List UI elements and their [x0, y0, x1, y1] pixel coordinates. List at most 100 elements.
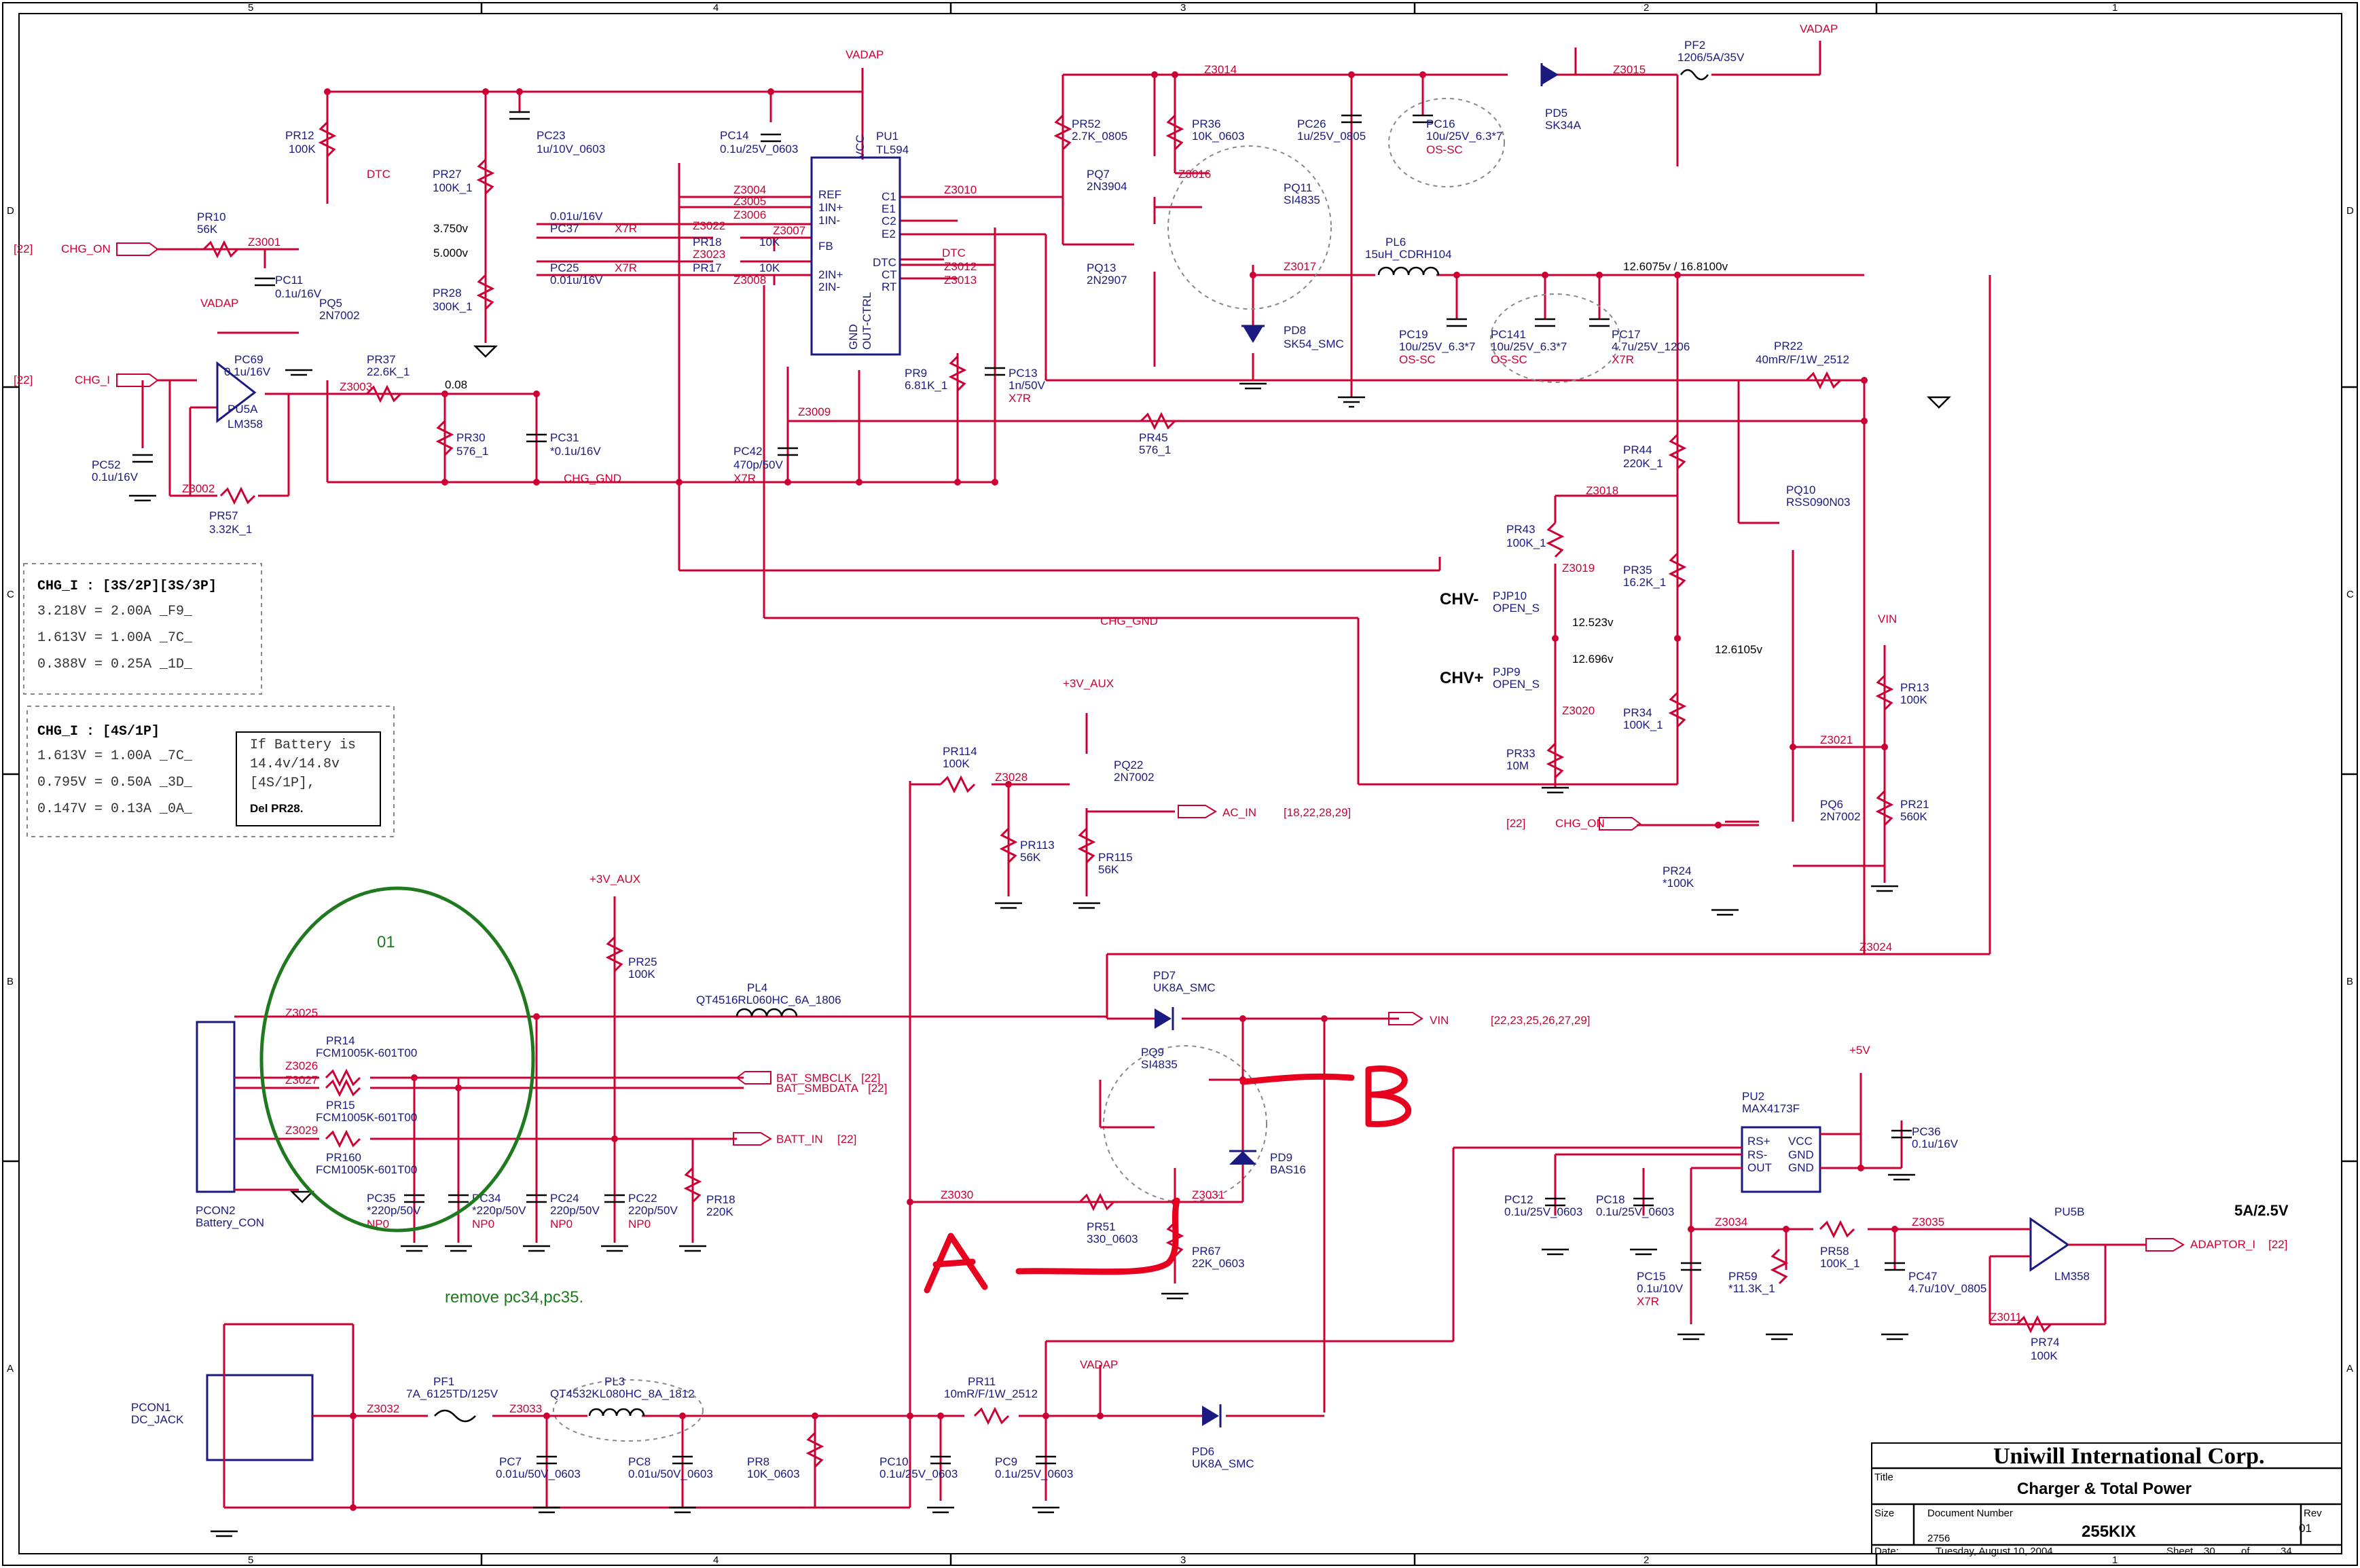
title-block: Uniwill International Corp. Title Charge… [1871, 1442, 2342, 1557]
component-glyphs [132, 63, 2052, 1468]
svg-text:PC37: PC37 [550, 222, 579, 235]
net-3v-aux: +3V_AUX [1063, 677, 1114, 690]
svg-text:BAS16: BAS16 [1270, 1163, 1306, 1176]
svg-text:PC25: PC25 [550, 261, 579, 274]
col-label: 3 [1180, 2, 1186, 14]
svg-text:PC7: PC7 [499, 1455, 522, 1468]
svg-text:PR9: PR9 [905, 367, 927, 380]
svg-text:*220p/50V: *220p/50V [367, 1204, 421, 1217]
net-labels: VADAP VADAP VADAP VADAP DTC DTC CHG_GND … [14, 22, 2289, 1371]
rev-label: Rev [2304, 1508, 2322, 1519]
svg-text:10u/25V_6.3*7: 10u/25V_6.3*7 [1399, 340, 1476, 353]
svg-text:576_1: 576_1 [456, 445, 488, 458]
col-label: 2 [1644, 1554, 1649, 1566]
top-wiring [141, 41, 1991, 1019]
circle-label: 01 [377, 933, 395, 951]
svg-text:Z3024: Z3024 [1859, 941, 1892, 953]
sheet-title: Charger & Total Power [2017, 1480, 2192, 1498]
battery-connector-area [196, 713, 1399, 1426]
svg-text:Z3034: Z3034 [1715, 1216, 1747, 1228]
red-markup [924, 1065, 1412, 1294]
row-label: D [7, 205, 14, 217]
svg-text:56K: 56K [1098, 863, 1119, 876]
svg-text:1u/10V_0603: 1u/10V_0603 [537, 143, 605, 156]
svg-text:Z3031: Z3031 [1192, 1188, 1224, 1201]
net-dtc: DTC [367, 168, 391, 181]
svg-text:PR8: PR8 [747, 1455, 769, 1468]
svg-text:PR10: PR10 [197, 211, 226, 223]
svg-text:560K: 560K [1900, 810, 1927, 823]
svg-text:300K_1: 300K_1 [433, 300, 473, 313]
xref: [22] [2268, 1238, 2287, 1251]
svg-text:PF2: PF2 [1684, 39, 1705, 52]
svg-text:PR28: PR28 [433, 287, 462, 299]
svg-text:Z3006: Z3006 [733, 208, 766, 221]
svg-text:PQ5: PQ5 [319, 297, 342, 310]
svg-text:PR37: PR37 [367, 353, 396, 366]
svg-text:NP0: NP0 [628, 1218, 651, 1230]
svg-text:PC35: PC35 [367, 1192, 396, 1205]
svg-text:PR74: PR74 [2031, 1336, 2060, 1349]
pin-name: GND [847, 324, 860, 350]
pin-name: VCC [854, 134, 867, 159]
net-batt-in: BATT_IN [776, 1133, 823, 1146]
svg-text:PC31: PC31 [550, 431, 579, 444]
svg-text:0.1u/16V: 0.1u/16V [1912, 1137, 1959, 1150]
col-label: 4 [713, 2, 719, 14]
pin-name: RS- [1747, 1148, 1767, 1161]
svg-text:PC14: PC14 [720, 129, 749, 142]
svg-text:2N2907: 2N2907 [1087, 274, 1127, 287]
svg-text:UK8A_SMC: UK8A_SMC [1192, 1457, 1254, 1470]
svg-text:PC16: PC16 [1426, 117, 1455, 130]
svg-text:100K_1: 100K_1 [433, 181, 473, 194]
pin-name: FB [818, 240, 833, 253]
svg-text:Z3005: Z3005 [733, 195, 766, 208]
xref: [22] [14, 242, 33, 255]
pin-name: RT [882, 280, 896, 293]
svg-text:22.6K_1: 22.6K_1 [367, 365, 410, 378]
svg-text:2N7002: 2N7002 [1114, 771, 1155, 784]
svg-text:PD8: PD8 [1284, 324, 1306, 337]
svg-text:Z3009: Z3009 [798, 405, 831, 418]
svg-text:470p/50V: 470p/50V [733, 458, 783, 471]
svg-text:PR17: PR17 [693, 261, 722, 274]
svg-text:10mR/F/1W_2512: 10mR/F/1W_2512 [944, 1387, 1038, 1400]
svg-text:2N7002: 2N7002 [1820, 810, 1861, 823]
svg-text:Z3003: Z3003 [340, 380, 372, 393]
svg-text:PC8: PC8 [628, 1455, 651, 1468]
svg-text:DC_JACK: DC_JACK [131, 1413, 184, 1426]
xref: [22] [837, 1133, 856, 1146]
pin-name: C2 [882, 215, 896, 227]
svg-text:PQ9: PQ9 [1141, 1046, 1164, 1059]
svg-text:0.1u/10V: 0.1u/10V [1637, 1282, 1684, 1295]
svg-text:QT4532KL080HC_8A_1812: QT4532KL080HC_8A_1812 [550, 1387, 695, 1400]
pin-name: 2IN+ [818, 268, 843, 281]
svg-text:PC12: PC12 [1504, 1193, 1533, 1206]
svg-text:QT4516RL060HC_6A_1806: QT4516RL060HC_6A_1806 [696, 993, 841, 1006]
svg-text:Z3028: Z3028 [995, 771, 1028, 784]
svg-text:6.81K_1: 6.81K_1 [905, 379, 947, 392]
svg-text:PL3: PL3 [604, 1375, 625, 1388]
svg-text:OS-SC: OS-SC [1491, 353, 1527, 366]
svg-text:Z3035: Z3035 [1912, 1216, 1944, 1228]
pin-name: GND [1788, 1148, 1814, 1161]
pin-name: C1 [882, 190, 896, 203]
svg-text:PR58: PR58 [1820, 1245, 1849, 1258]
svg-text:Z3014: Z3014 [1204, 63, 1237, 76]
svg-text:Z3020: Z3020 [1562, 704, 1595, 717]
net-bat-smbclk: BAT_SMBCLK [776, 1072, 852, 1084]
svg-text:10K: 10K [759, 261, 780, 274]
net-vadap: VADAP [200, 297, 238, 310]
company-name: Uniwill International Corp. [1993, 1444, 2265, 1469]
svg-text:PC10: PC10 [879, 1455, 909, 1468]
svg-text:PC17: PC17 [1612, 328, 1641, 341]
svg-text:Z3002: Z3002 [182, 482, 215, 495]
pin-name: OUT [1747, 1161, 1772, 1174]
svg-text:PQ10: PQ10 [1786, 484, 1815, 496]
svg-text:PR57: PR57 [209, 509, 238, 522]
net-vadap: VADAP [846, 48, 884, 61]
svg-text:PR12: PR12 [285, 129, 314, 142]
svg-text:PR21: PR21 [1900, 798, 1929, 811]
pin-name: REF [818, 188, 841, 201]
